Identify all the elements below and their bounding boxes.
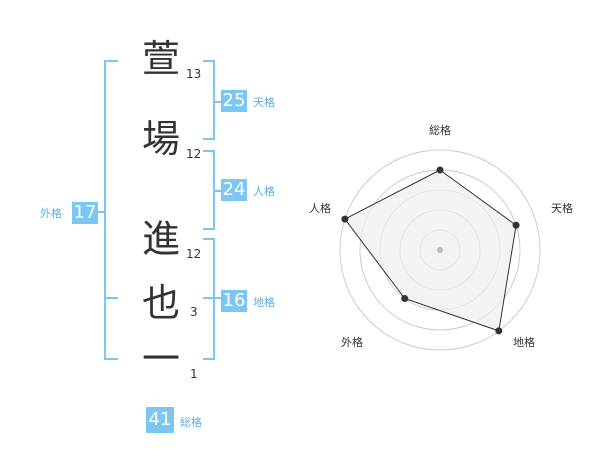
jinkaku-bracket-bottom <box>203 228 215 230</box>
chikaku-label: 地格 <box>253 296 275 309</box>
jinkaku-badge: 24 <box>221 179 247 201</box>
radar-data-polygon <box>344 169 517 332</box>
tenkaku-badge: 25 <box>221 90 247 112</box>
radar-point-5 <box>341 215 349 223</box>
gaikaku-bracket-bottom <box>104 358 118 360</box>
stroke-count-5: 1 <box>190 367 198 381</box>
gaikaku-badge: 17 <box>72 202 98 224</box>
radar-center-dot <box>437 247 443 253</box>
name-char-1: 萱 <box>142 37 181 81</box>
radar-points <box>341 166 520 335</box>
radar-ring <box>339 149 541 351</box>
tenkaku-connector <box>215 101 221 103</box>
gaikaku-label: 外格 <box>40 207 62 220</box>
stroke-count-2: 12 <box>186 147 202 161</box>
radar-label-jinkaku: 人格 <box>309 201 331 215</box>
chikaku-connector <box>215 297 221 299</box>
radar-label-soukaku: 総格 <box>429 123 451 137</box>
jinkaku-bracket-top <box>203 150 215 152</box>
jinkaku-label: 人格 <box>253 185 275 198</box>
stroke-count-3: 12 <box>186 247 202 261</box>
radar-label-gaikaku: 外格 <box>341 335 363 349</box>
chikaku-bracket-vertical <box>213 238 215 360</box>
stroke-count-4: 3 <box>190 305 198 319</box>
fortune-radar-chart: 総格 天格 地格 外格 人格 <box>309 123 573 351</box>
name-char-3: 進 <box>142 217 181 261</box>
radar-point-2 <box>512 221 520 229</box>
stroke-count-1: 13 <box>186 67 202 81</box>
name-char-5: 一 <box>142 337 181 381</box>
tenkaku-bracket-top <box>203 60 215 62</box>
jinkaku-connector <box>215 190 221 192</box>
radar-label-tenkaku: 天格 <box>551 201 573 215</box>
tenkaku-bracket-vertical <box>213 60 215 140</box>
gaikaku-bracket-mid <box>104 297 118 299</box>
name-char-4: 也 <box>142 281 181 325</box>
radar-point-3 <box>495 327 503 335</box>
radar-label-chikaku: 地格 <box>513 335 535 349</box>
radar-point-1 <box>436 166 444 174</box>
chikaku-bracket-mid <box>203 297 215 299</box>
tenkaku-bracket-bottom <box>203 138 215 140</box>
tenkaku-label: 天格 <box>253 96 275 109</box>
gaikaku-bracket-vertical <box>104 60 106 360</box>
chikaku-bracket-bottom <box>203 358 215 360</box>
gaikaku-bracket-top <box>104 60 118 62</box>
jinkaku-bracket-vertical <box>213 150 215 230</box>
chikaku-badge: 16 <box>221 290 247 312</box>
radar-point-4 <box>401 295 409 303</box>
soukaku-label: 総格 <box>180 416 202 429</box>
soukaku-badge: 41 <box>146 407 174 433</box>
chikaku-bracket-top <box>203 238 215 240</box>
gaikaku-connector <box>98 211 106 213</box>
name-char-2: 場 <box>142 117 181 161</box>
